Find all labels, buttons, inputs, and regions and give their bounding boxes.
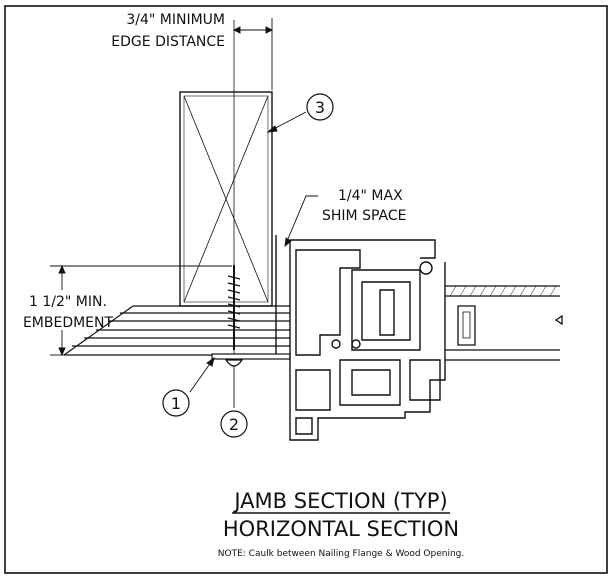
embedment-dimension	[50, 264, 232, 357]
edge-distance-label-line1: 3/4" MINIMUM	[126, 12, 225, 28]
glazing-unit	[445, 285, 563, 361]
fastener-screw	[224, 20, 244, 367]
callout-bubble-3: 3	[306, 93, 334, 121]
svg-text:3: 3	[315, 98, 325, 117]
embedment-label-line2: EMBEDMENT	[23, 315, 114, 331]
shim-space-label-line1: 1/4" MAX	[338, 188, 403, 204]
callout-bubble-1: 1	[162, 389, 190, 417]
title-horizontal-section: HORIZONTAL SECTION	[223, 517, 459, 541]
callout-leaders	[189, 111, 307, 408]
svg-text:1: 1	[171, 394, 181, 413]
edge-distance-dimension	[232, 18, 274, 90]
title-jamb-section: JAMB SECTION (TYP)	[232, 489, 447, 513]
wood-opening	[63, 305, 290, 356]
callout-bubble-2: 2	[220, 410, 248, 438]
drawing-border	[4, 5, 608, 574]
shim-space-leader	[284, 195, 318, 248]
nailing-flange	[211, 353, 291, 360]
caulk-note: NOTE: Caulk between Nailing Flange & Woo…	[218, 549, 464, 559]
window-frame-profile	[275, 235, 446, 441]
glazing-hatch	[449, 285, 557, 297]
edge-distance-label-line2: EDGE DISTANCE	[111, 34, 225, 50]
embedment-label-line1: 1 1/2" MIN.	[29, 294, 107, 310]
svg-text:2: 2	[229, 415, 239, 434]
shim-space-label-line2: SHIM SPACE	[322, 208, 406, 224]
shim-block	[179, 91, 273, 307]
